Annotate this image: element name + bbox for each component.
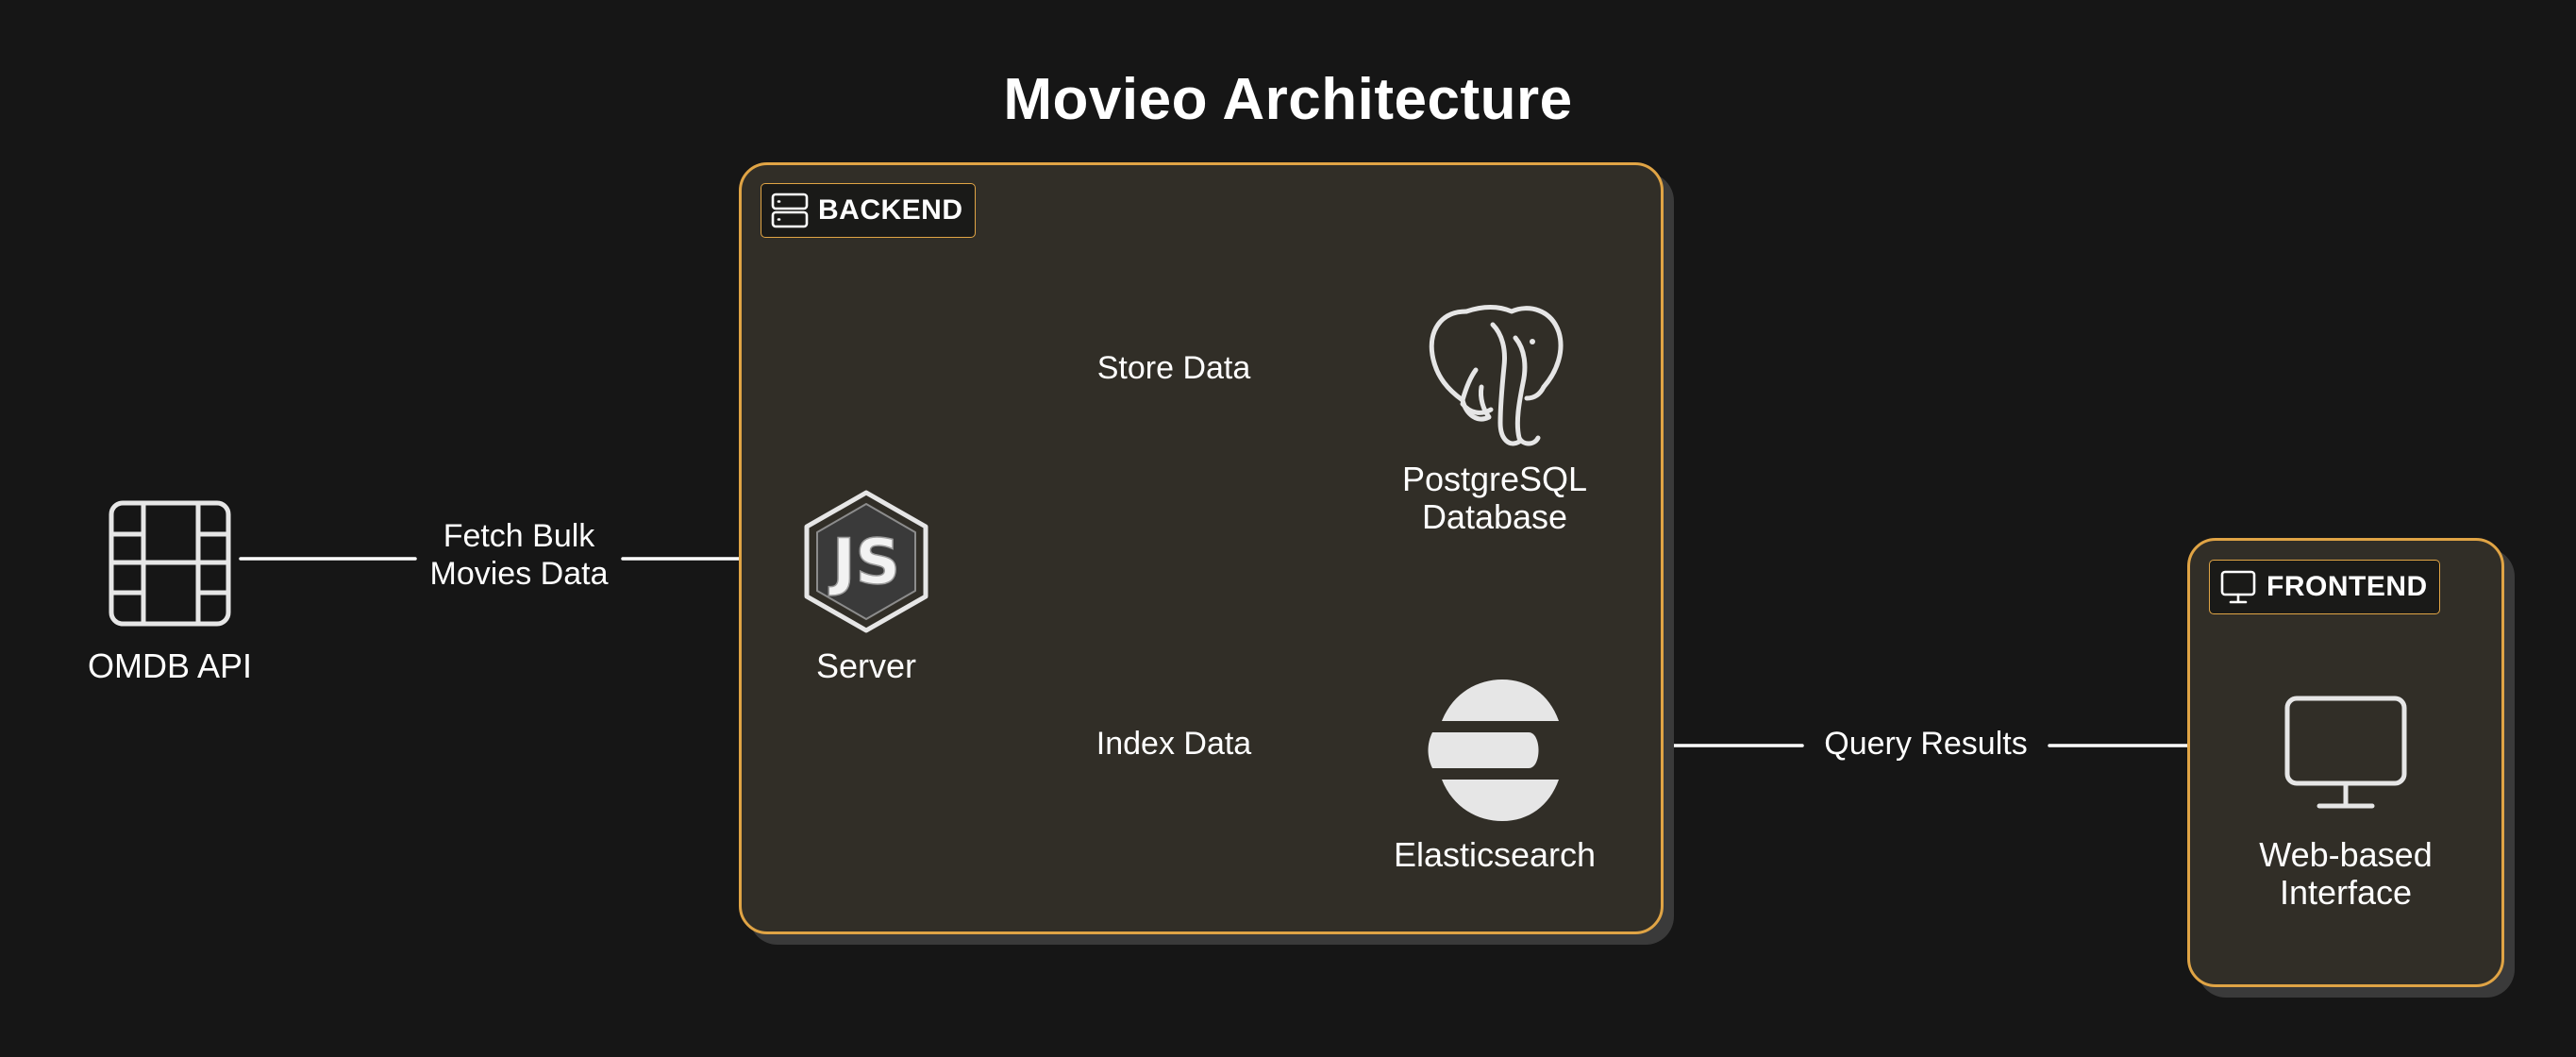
frontend-group-tag: FRONTEND — [2209, 560, 2440, 614]
elasticsearch-icon — [1428, 680, 1559, 821]
omdb-label: OMDB API — [87, 646, 253, 685]
frontend-group-label: FRONTEND — [2267, 571, 2428, 602]
elastic-label: Elasticsearch — [1393, 835, 1597, 874]
elastic-node — [1427, 678, 1564, 823]
backend-group-tag: BACKEND — [761, 183, 976, 238]
table-grid-icon — [109, 500, 231, 627]
postgresql-elephant-icon — [1429, 305, 1564, 446]
edge-label-fetch: Fetch Bulk Movies Data — [429, 518, 609, 592]
web-node — [2282, 695, 2410, 812]
edge-label-index: Index Data — [1096, 726, 1252, 762]
diagram-title: Movieo Architecture — [1003, 67, 1573, 132]
server-icon — [771, 192, 809, 229]
monitor-icon — [2219, 568, 2257, 606]
monitor-icon — [2284, 696, 2407, 809]
backend-group-label: BACKEND — [818, 194, 963, 226]
edge-label-store: Store Data — [1096, 350, 1251, 386]
postgres-node — [1425, 300, 1564, 449]
server-node: JS — [800, 487, 932, 636]
server-label: Server — [815, 646, 917, 685]
svg-text:JS: JS — [828, 526, 900, 598]
nodejs-icon: JS — [804, 490, 928, 633]
web-label: Web-based Interface — [2259, 835, 2433, 912]
postgres-label: PostgreSQL Database — [1401, 460, 1588, 536]
omdb-node — [104, 498, 236, 630]
edge-label-query: Query Results — [1824, 726, 2028, 762]
